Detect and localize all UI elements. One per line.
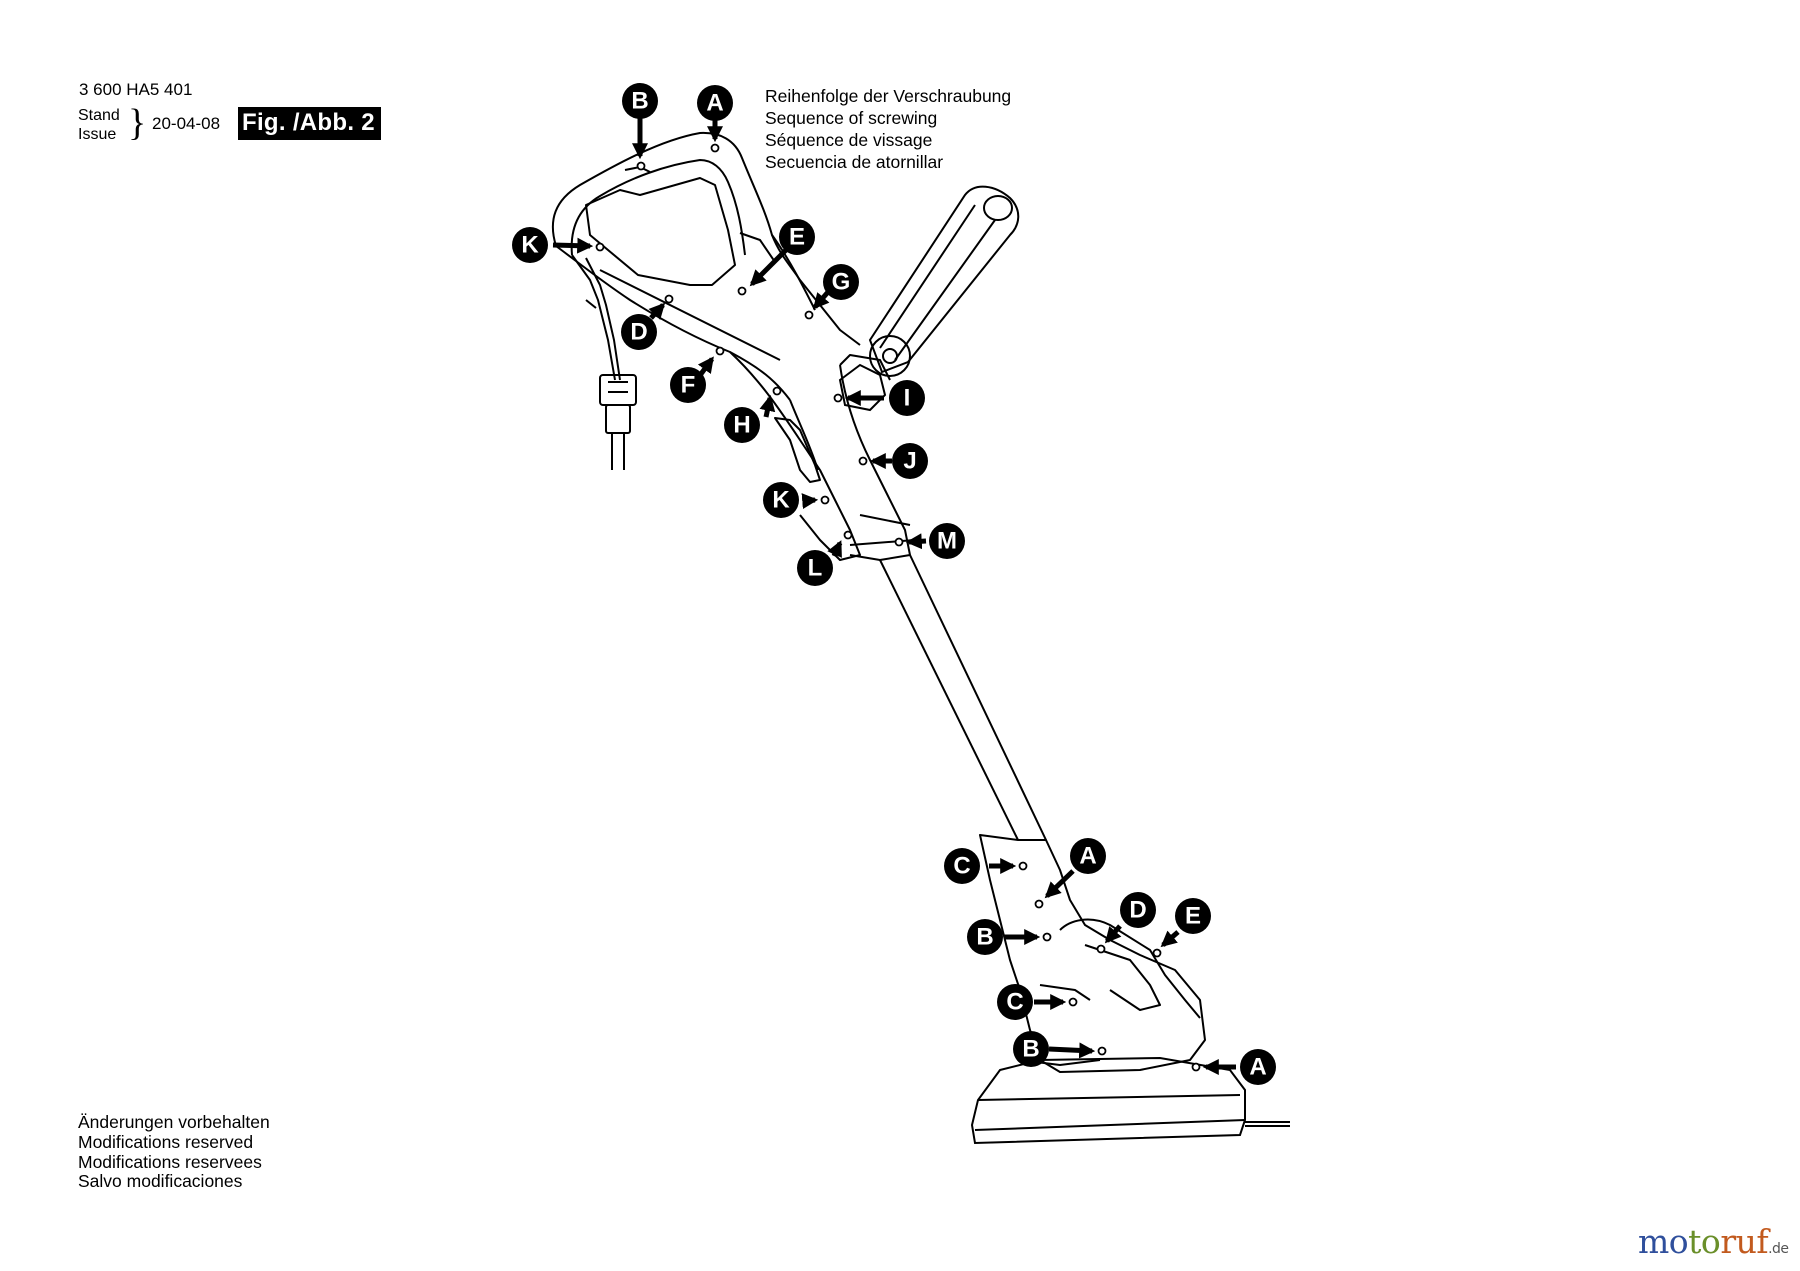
note-line-en: Modifications reserved (78, 1131, 254, 1152)
callout-handle-13: L (797, 550, 833, 586)
upper-handle (551, 131, 861, 401)
legend-line-es: Secuencia de atornillar (765, 152, 944, 172)
callout-label: G (832, 269, 851, 296)
issue-label: Issue (78, 126, 117, 143)
callout-label: E (789, 224, 805, 251)
shaft-tube (879, 554, 1047, 841)
callout-handle-8: H (724, 407, 760, 443)
note-line-fr: Modifications reservees (78, 1151, 262, 1172)
callout-handle-1: B (622, 83, 658, 119)
callout-label: B (1022, 1036, 1039, 1063)
callout-label: E (1185, 903, 1201, 930)
callout-label: L (808, 555, 823, 582)
power-cord (571, 254, 637, 470)
callout-label: K (772, 487, 790, 514)
callout-label: B (976, 924, 993, 951)
watermark-logo: motoruf.de (1638, 1222, 1789, 1261)
watermark-tld: .de (1768, 1241, 1789, 1257)
callout-label: A (1079, 843, 1096, 870)
callout-label: C (1006, 989, 1023, 1016)
modification-notes: Änderungen vorbehalten Modifications res… (78, 1112, 270, 1192)
callout-handle-12: M (929, 523, 965, 559)
callout-handle-7: F (670, 367, 706, 403)
callout-markers: B A K E G D F H I J K M L C A D E B C B … (512, 83, 1276, 1085)
issue-date: 20-04-08 (152, 114, 221, 133)
callout-label: A (1249, 1054, 1266, 1081)
note-line-de: Änderungen vorbehalten (78, 1112, 270, 1132)
callout-label: D (1129, 897, 1146, 924)
screw-points (595, 143, 1201, 1072)
guard-base (970, 1056, 1290, 1145)
figure-label: Fig. /Abb. 2 (238, 107, 381, 140)
callout-label: K (521, 232, 539, 259)
brace-glyph: } (128, 102, 147, 144)
callout-handle-11: K (763, 482, 799, 518)
callout-head-4: E (1175, 898, 1211, 934)
stand-label: Stand (78, 107, 120, 124)
callout-head-8: A (1240, 1049, 1276, 1085)
callout-label: A (706, 90, 723, 117)
legend-line-de: Reihenfolge der Verschraubung (765, 86, 1012, 106)
callout-label: I (904, 385, 911, 412)
screwing-sequence-legend: Reihenfolge der Verschraubung Sequence o… (765, 85, 1011, 173)
callout-label: F (681, 372, 696, 399)
callout-head-6: C (997, 984, 1033, 1020)
legend-line-en: Sequence of screwing (765, 108, 938, 128)
callout-head-1: C (944, 848, 980, 884)
watermark-part-3: ruf (1720, 1222, 1769, 1261)
callout-handle-9: I (889, 380, 925, 416)
callout-head-3: D (1120, 892, 1156, 928)
callout-handle-6: D (621, 314, 657, 350)
callout-handle-4: E (779, 219, 815, 255)
callout-label: C (953, 853, 970, 880)
callout-arrows (552, 118, 1236, 1076)
watermark-part-2: to (1688, 1222, 1721, 1261)
note-line-es: Salvo modificaciones (78, 1171, 243, 1192)
callout-handle-5: G (823, 264, 859, 300)
callout-head-2: A (1070, 838, 1106, 874)
stand-issue-labels: Stand Issue (78, 106, 120, 144)
callout-handle-10: J (892, 443, 928, 479)
part-number: 3 600 HA5 401 (79, 80, 193, 99)
auxiliary-handle (838, 185, 1020, 412)
callout-label: H (733, 412, 750, 439)
watermark-part-1: mo (1638, 1222, 1689, 1261)
callout-label: B (631, 88, 648, 115)
callout-label: M (937, 528, 957, 555)
callout-head-7: B (1013, 1031, 1049, 1067)
legend-line-fr: Séquence de vissage (765, 130, 933, 150)
callout-label: J (903, 448, 916, 475)
callout-handle-2: A (697, 85, 733, 121)
callout-handle-3: K (512, 227, 548, 263)
callout-label: D (630, 319, 647, 346)
grip-body (729, 351, 916, 561)
callout-head-5: B (967, 919, 1003, 955)
